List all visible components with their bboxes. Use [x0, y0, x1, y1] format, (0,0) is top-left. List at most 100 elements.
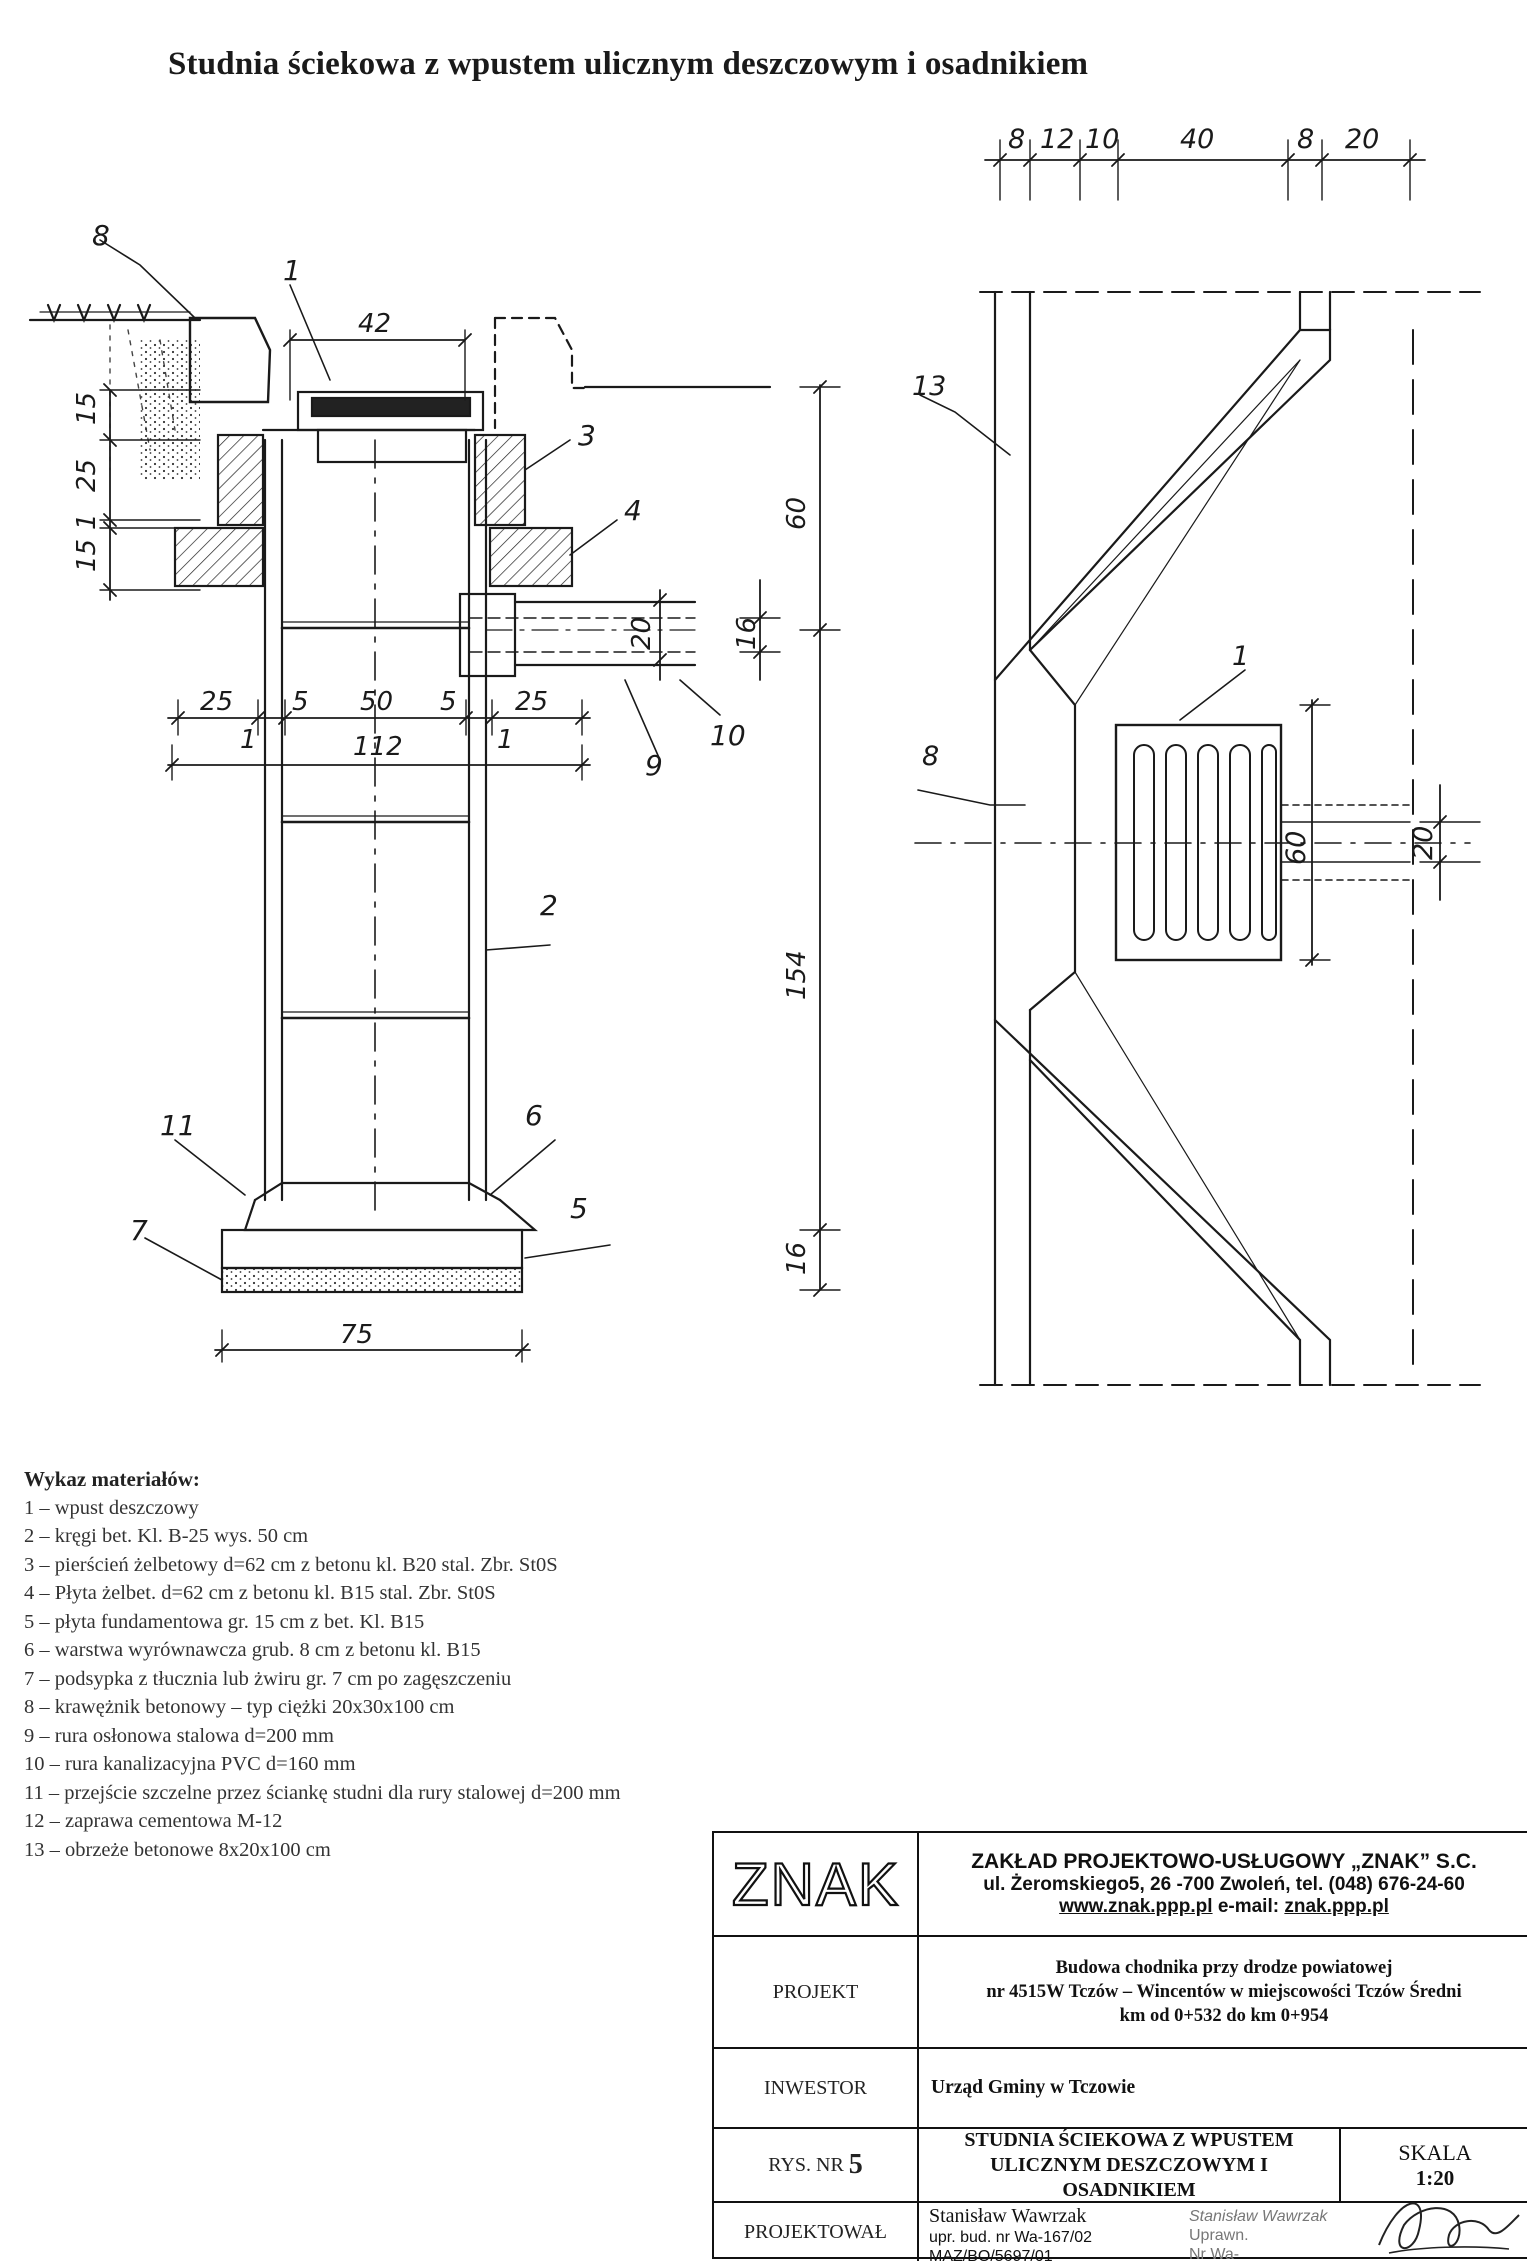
plan-dim-20: 20 [1345, 124, 1379, 155]
section-view [28, 239, 841, 1363]
page-title: Studnia ściekowa z wpustem ulicznym desz… [168, 46, 1089, 82]
plan-dim-8-right: 8 [1297, 124, 1314, 155]
designer-license: upr. bud. nr Wa-167/02 [929, 2229, 1093, 2246]
material-item-3: 3 – pierścień żelbetowy d=62 cm z betonu… [24, 1553, 558, 1576]
author-stamp: Stanisław Wawrzak Uprawn. Nr Wa- [1189, 2208, 1328, 2263]
drawing-title: STUDNIA ŚCIEKOWA Z WPUSTEM ULICZNYM DESZ… [919, 2129, 1341, 2201]
label-7: 7 [130, 1214, 148, 1247]
dim-width-25-right: 25 [515, 687, 548, 717]
drawing-number: 5 [848, 2149, 863, 2180]
dim-width-75: 75 [340, 1320, 373, 1350]
dim-16-bottom: 16 [782, 1242, 812, 1275]
plan-dimensions: 8 12 10 40 8 20 13 8 1 60 20 [912, 124, 1439, 865]
company-logo: ZNAK [714, 1833, 919, 1935]
company-address: ul. Żeromskiego5, 26 -700 Zwoleń, tel. (… [983, 1874, 1465, 1895]
drawing-number-cell: RYS. NR 5 [714, 2129, 919, 2201]
designer-name: Stanisław Wawrzak [929, 2205, 1087, 2227]
dim-width-5-left: 5 [292, 687, 309, 717]
technical-drawing: 8 1 3 4 2 9 10 11 6 5 7 42 15 25 1 15 60… [28, 124, 1481, 1387]
plan-dim-12: 12 [1040, 124, 1074, 155]
material-item-10: 10 – rura kanalizacyjna PVC d=160 mm [24, 1753, 356, 1775]
drawing-title-line-1: STUDNIA ŚCIEKOWA Z WPUSTEM [964, 2128, 1294, 2151]
material-item-6: 6 – warstwa wyrównawcza grub. 8 cm z bet… [24, 1639, 481, 1661]
material-item-1: 1 – wpust deszczowy [24, 1496, 199, 1519]
project-label: PROJEKT [714, 1937, 919, 2047]
label-4: 4 [624, 494, 642, 527]
dim-width-25-left: 25 [200, 687, 233, 717]
section-labels: 8 1 3 4 2 9 10 11 6 5 7 [92, 219, 746, 1247]
designer-label: PROJEKTOWAŁ [714, 2203, 919, 2261]
dim-20: 20 [627, 617, 657, 650]
znak-logo-icon: ZNAK [731, 1850, 899, 1919]
label-2: 2 [540, 889, 558, 922]
plan-dim-40: 40 [1180, 124, 1214, 155]
dim-width-50: 50 [360, 687, 393, 717]
company-email[interactable]: znak.ppp.pl [1284, 1896, 1389, 1917]
material-item-9: 9 – rura osłonowa stalowa d=200 mm [24, 1724, 334, 1747]
designer-membership: MAZ/BO/5697/01 [929, 2248, 1053, 2265]
dim-42: 42 [358, 309, 391, 339]
designer-info: Stanisław Wawrzak upr. bud. nr Wa-167/02… [929, 2205, 1092, 2266]
material-item-11: 11 – przejście szczelne przez ściankę st… [24, 1781, 621, 1804]
signature-icon [1378, 2202, 1520, 2254]
scale-cell: SKALA 1:20 [1341, 2129, 1527, 2201]
title-block-project-row: PROJEKT Budowa chodnika przy drodze powi… [714, 1935, 1527, 2047]
drawing-title-line-3: OSADNIKIEM [1062, 2178, 1196, 2201]
dim-15-top: 15 [72, 392, 102, 425]
dim-1: 1 [72, 513, 102, 530]
project-description: Budowa chodnika przy drodze powiatowej n… [919, 1937, 1527, 2047]
label-9: 9 [645, 749, 663, 782]
scale-label: SKALA [1398, 2139, 1472, 2165]
dim-width-5-right: 5 [440, 687, 457, 717]
title-block: ZNAK ZAKŁAD PROJEKTOWO-USŁUGOWY „ZNAK” S… [712, 1831, 1527, 2265]
material-item-12: 12 – zaprawa cementowa M-12 [24, 1810, 283, 1832]
dim-width-1-left: 1 [240, 725, 257, 755]
title-block-investor-row: INWESTOR Urząd Gminy w Tczowie [714, 2047, 1527, 2127]
project-line-1: Budowa chodnika przy drodze powiatowej [1055, 1958, 1393, 1978]
plan-dim-10: 10 [1085, 124, 1119, 155]
label-1: 1 [283, 254, 301, 287]
label-3: 3 [578, 419, 596, 452]
plan-label-13: 13 [912, 371, 946, 402]
plan-label-8: 8 [922, 741, 939, 772]
materials-heading: Wykaz materiałów: [24, 1467, 200, 1491]
title-block-drawing-row: RYS. NR 5 STUDNIA ŚCIEKOWA Z WPUSTEM ULI… [714, 2127, 1527, 2201]
label-6: 6 [525, 1099, 543, 1132]
material-item-13: 13 – obrzeże betonowe 8x20x100 cm [24, 1838, 331, 1861]
project-line-2: nr 4515W Tczów – Wincentów w miejscowośc… [986, 1982, 1462, 2002]
label-11: 11 [160, 1109, 196, 1142]
project-line-3: km od 0+532 do km 0+954 [1119, 2006, 1329, 2026]
company-mail-label: e-mail: [1217, 1896, 1280, 1917]
material-item-7: 7 – podsypka z tłucznia lub żwiru gr. 7 … [24, 1667, 512, 1690]
material-item-4: 4 – Płyta żelbet. d=62 cm z betonu kl. B… [24, 1582, 496, 1604]
dim-15-bottom: 15 [72, 539, 102, 572]
plan-view [914, 139, 1481, 1387]
plan-label-1: 1 [1232, 641, 1249, 672]
dim-width-112: 112 [353, 732, 403, 762]
plan-dim-60: 60 [1281, 831, 1312, 865]
label-5: 5 [570, 1192, 588, 1225]
material-item-2: 2 – kręgi bet. Kl. B-25 wys. 50 cm [24, 1525, 309, 1547]
plan-dim-8-left: 8 [1008, 124, 1025, 155]
company-info: ZAKŁAD PROJEKTOWO-USŁUGOWY „ZNAK” S.C. u… [919, 1833, 1527, 1935]
dim-16-top: 16 [732, 617, 762, 650]
drawing-title-line-2: ULICZNYM DESZCZOWYM I [990, 2153, 1268, 2176]
dim-25: 25 [72, 459, 102, 492]
company-website[interactable]: www.znak.ppp.pl [1059, 1896, 1213, 1917]
drawing-number-label: RYS. NR [768, 2153, 844, 2176]
material-item-5: 5 – płyta fundamentowa gr. 15 cm z bet. … [24, 1610, 425, 1633]
materials-list: Wykaz materiałów: 1 – wpust deszczowy 2 … [24, 1465, 621, 1864]
dim-60: 60 [782, 497, 812, 530]
svg-text:ZNAK: ZNAK [731, 1851, 899, 1918]
plan-dim-20-pipe: 20 [1408, 826, 1439, 860]
title-block-author-row: PROJEKTOWAŁ Stanisław Wawrzak upr. bud. … [714, 2201, 1527, 2265]
label-8: 8 [92, 219, 110, 252]
section-dimensions: 42 15 25 1 15 60 20 16 154 16 25 5 50 5 … [72, 309, 812, 1350]
dim-154: 154 [782, 950, 812, 1000]
material-item-8: 8 – krawężnik betonowy – typ ciężki 20x3… [24, 1696, 455, 1718]
label-10: 10 [710, 719, 746, 752]
dim-width-1-right: 1 [497, 725, 514, 755]
title-block-header: ZNAK ZAKŁAD PROJEKTOWO-USŁUGOWY „ZNAK” S… [714, 1833, 1527, 1935]
scale-value: 1:20 [1415, 2165, 1455, 2190]
